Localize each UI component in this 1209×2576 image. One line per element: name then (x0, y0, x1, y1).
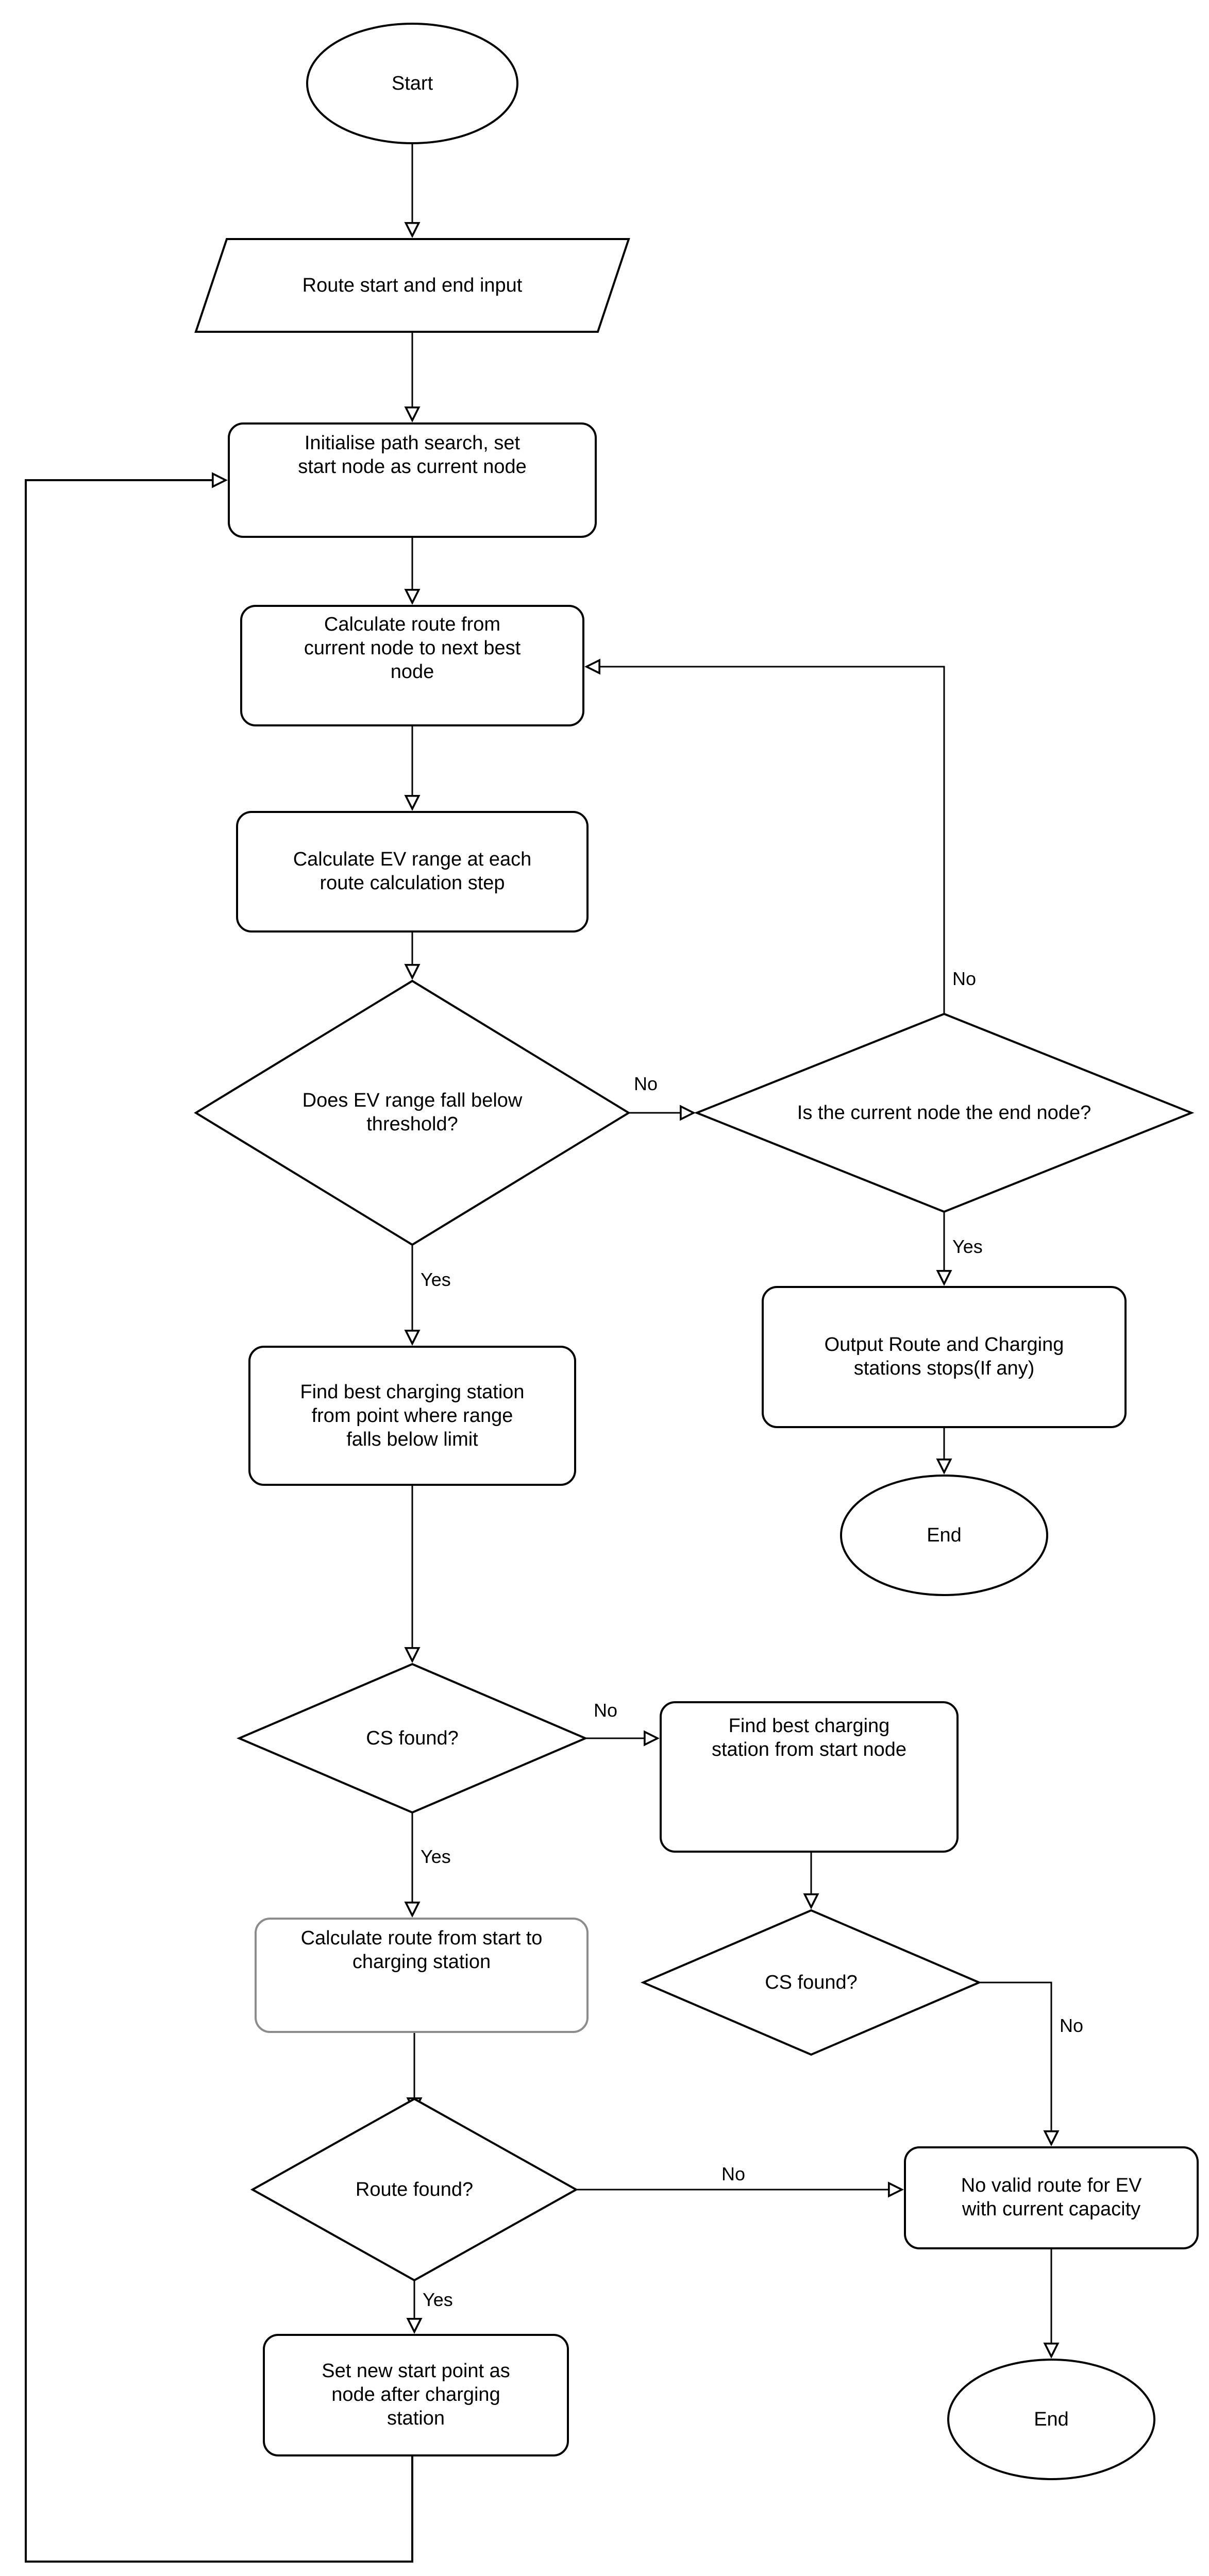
label-threshold-no: No (634, 1074, 658, 1094)
start-terminator-label: Start (391, 73, 433, 94)
calc-route-process-shape (240, 605, 584, 726)
calc-route-cs-label: Calculate route from start to charging s… (300, 1928, 543, 1973)
find-cs-below-label: Find best charging station from point wh… (300, 1381, 525, 1450)
find-cs-below-process-shape (248, 1346, 576, 1486)
label-end-node-yes: Yes (952, 1236, 983, 1257)
no-valid-route-process-shape (904, 2146, 1199, 2249)
route-input-label: Route start and end input (302, 275, 523, 296)
label-threshold-yes: Yes (421, 1269, 451, 1290)
end-fail-terminator-label: End (1034, 2409, 1069, 2430)
find-cs-start-process-shape (660, 1701, 959, 1853)
end-fail-terminator-shape (947, 2359, 1155, 2480)
edge-set-new-start-loop-to-init-search (25, 480, 413, 2563)
label-route-found-no: No (721, 2164, 746, 2184)
route-input-parallelogram-shape (194, 238, 630, 333)
ev-threshold-decision-shape (194, 979, 631, 1246)
label-cs-found-1-no: No (594, 1700, 618, 1721)
calc-ev-range-process-shape (236, 811, 589, 933)
output-route-label: Output Route and Charging stations stops… (824, 1334, 1064, 1380)
calc-ev-range-label: Calculate EV range at each route calcula… (293, 849, 532, 894)
label-end-node-no: No (952, 969, 977, 989)
is-end-node-decision-label: Is the current node the end node? (797, 1102, 1092, 1124)
set-new-start-label: Set new start point as node after chargi… (322, 2361, 510, 2430)
init-search-process-shape (228, 422, 597, 538)
init-search-label: Initialise path search, set start node a… (298, 433, 527, 478)
is-end-node-decision-shape (694, 1012, 1195, 1213)
edge-cs-found-2-no-to-no-valid-route (979, 1981, 1051, 2144)
output-route-process-shape (762, 1286, 1127, 1428)
label-route-found-yes: Yes (423, 2290, 453, 2310)
end-main-terminator-shape (840, 1475, 1048, 1596)
label-cs-found-2-no: No (1060, 2015, 1084, 2036)
end-main-terminator-label: End (927, 1524, 962, 1546)
route-found-decision-shape (250, 2097, 579, 2282)
edge-end-node-no-to-calc-route (586, 667, 945, 1014)
cs-found-1-decision-label: CS found? (366, 1727, 459, 1749)
cs-found-1-decision-shape (236, 1663, 589, 1814)
ev-threshold-decision-label: Does EV range fall below threshold? (302, 1090, 523, 1136)
start-terminator-shape (306, 23, 518, 144)
calc-route-cs-process-shape (255, 1918, 589, 2033)
label-cs-found-1-yes: Yes (421, 1846, 451, 1867)
route-found-decision-label: Route found? (355, 2179, 474, 2200)
cs-found-2-decision-shape (640, 1909, 982, 2056)
no-valid-route-label: No valid route for EV with current capac… (961, 2175, 1142, 2221)
set-new-start-process-shape (263, 2334, 569, 2456)
cs-found-2-decision-label: CS found? (765, 1972, 858, 1993)
calc-route-label: Calculate route from current node to nex… (304, 614, 521, 683)
find-cs-start-label: Find best charging station from start no… (711, 1716, 907, 1761)
